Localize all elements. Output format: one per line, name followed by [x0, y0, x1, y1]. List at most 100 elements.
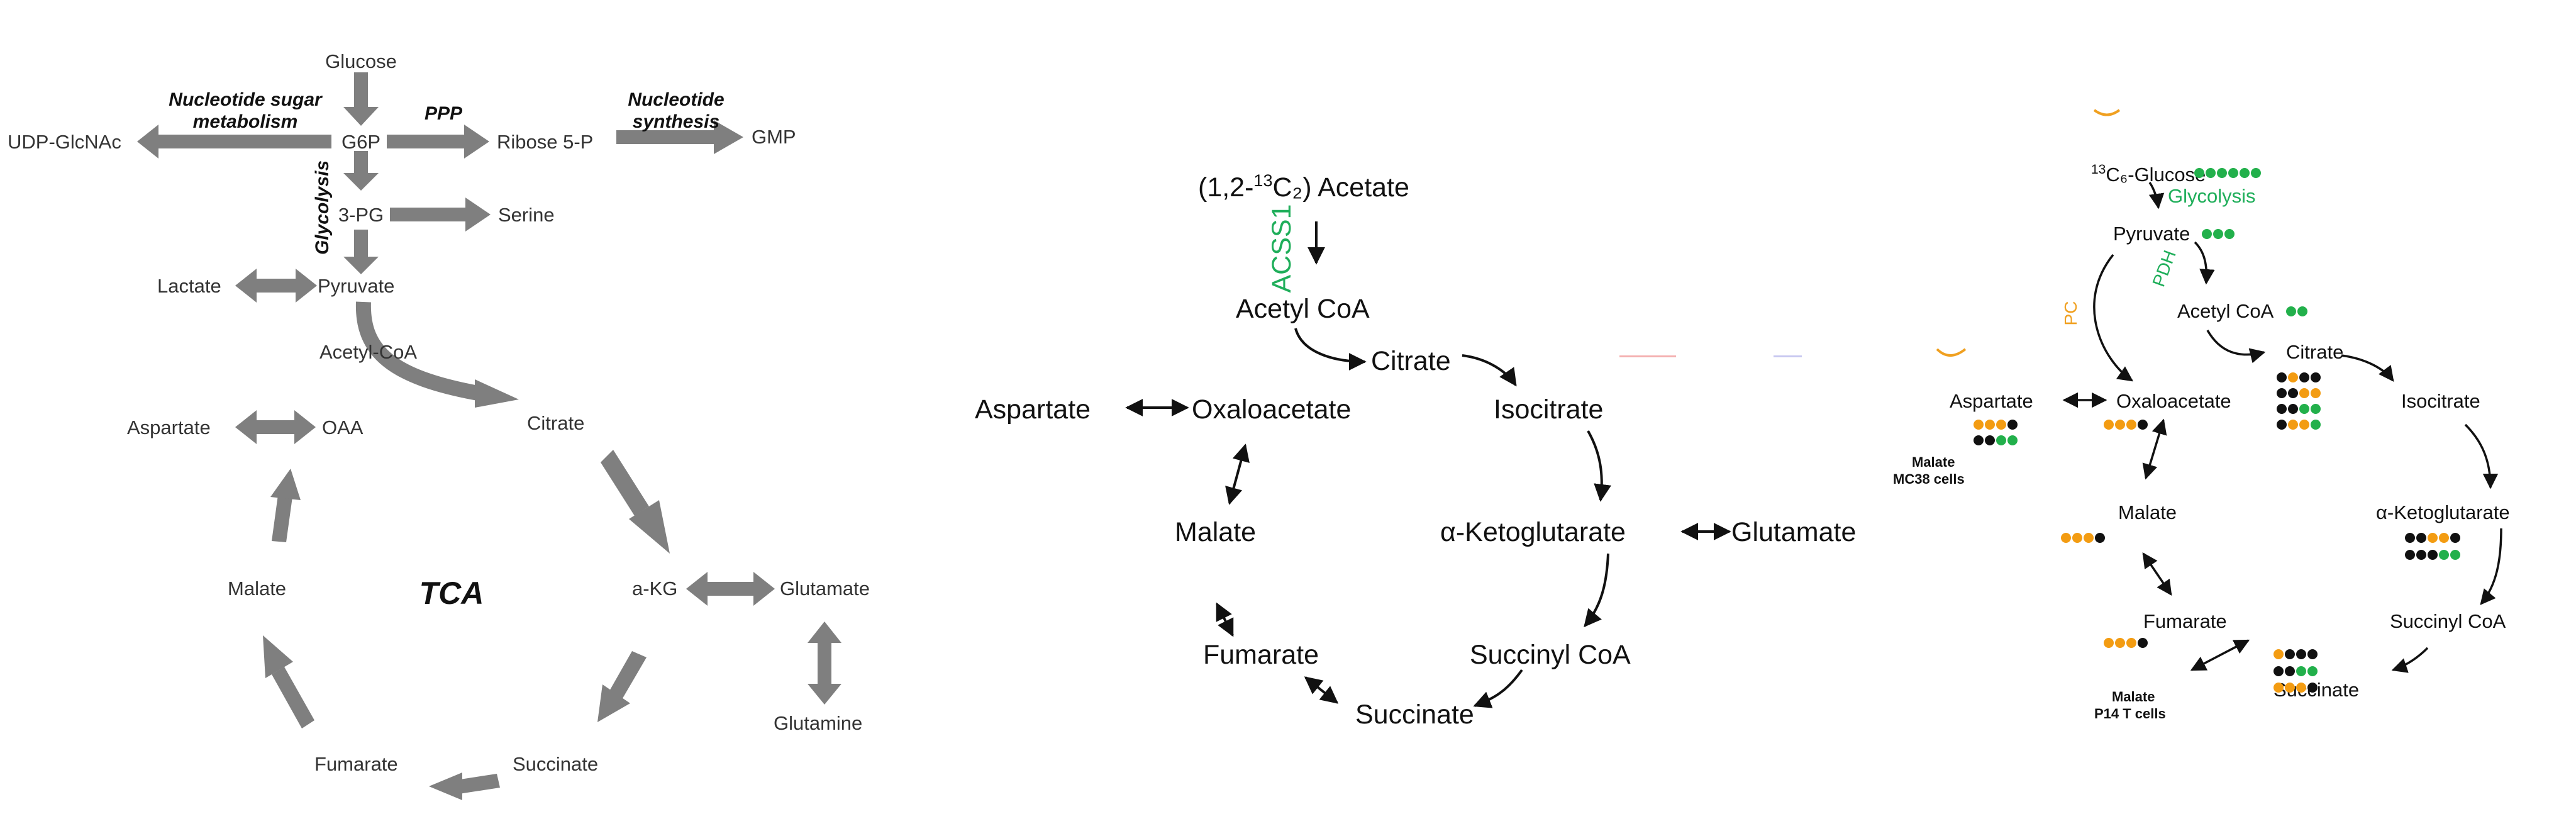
p2-malate: Malate	[1175, 517, 1256, 547]
panel2-arrows	[1125, 221, 1731, 708]
isotopologue-dot-glucose	[2251, 168, 2261, 178]
isotopologue-dot-citrate	[2299, 372, 2309, 382]
isotopologue-dot-malate	[2061, 533, 2071, 543]
p1-glutamate: Glutamate	[780, 577, 870, 600]
isotopologue-dot-alpha-ketoglutarate	[2416, 550, 2426, 560]
p1-acetyl-coa: Acetyl-CoA	[319, 341, 417, 363]
isotopologue-dot-citrate	[2288, 404, 2298, 414]
isotopologue-dot-malate	[2084, 533, 2094, 543]
pyruvate-to-citrate-arrow	[355, 301, 480, 401]
isotopologue-dot-pyruvate	[2213, 229, 2223, 239]
p2-acetyl-coa: Acetyl CoA	[1236, 294, 1370, 324]
isotopologue-dot-aspartate	[1985, 435, 1995, 445]
p1-glutamine: Glutamine	[774, 712, 862, 734]
isotopologue-dot-aspartate	[1996, 435, 2006, 445]
isotopologue-dot-aspartate	[2007, 420, 2018, 430]
isotopologue-dot-citrate	[2288, 420, 2298, 430]
p1-ppp: PPP	[425, 103, 463, 124]
p1-glycolysis: Glycolysis	[312, 160, 333, 255]
p1-nucleotide-synthesis-2: synthesis	[633, 111, 719, 132]
isotopologue-dot-alpha-ketoglutarate	[2450, 550, 2460, 560]
p2-aspartate: Aspartate	[975, 394, 1091, 425]
p2-succinate: Succinate	[1355, 700, 1474, 730]
isotopologue-dot-alpha-ketoglutarate	[2405, 550, 2415, 560]
isotopologue-dot-glucose	[2206, 168, 2216, 178]
p1-pyruvate: Pyruvate	[318, 275, 394, 297]
p1-nucleotide-sugar-1: Nucleotide sugar	[169, 89, 323, 110]
p1-succinate: Succinate	[513, 753, 598, 775]
p2-isocitrate: Isocitrate	[1494, 394, 1603, 425]
isotopologue-dot-citrate	[2299, 420, 2309, 430]
isotopologue-dot-aspartate	[1974, 420, 1984, 430]
isotopologue-dot-oxaloacetate	[2126, 420, 2136, 430]
isotopologue-dot-succinate	[2285, 649, 2295, 659]
isotopologue-dot-malate	[2072, 533, 2082, 543]
panel1-grey-arrows	[137, 72, 841, 800]
isotopologue-dot-citrate	[2288, 372, 2298, 382]
isotopologue-dot-aspartate	[1974, 435, 1984, 445]
p1-citrate: Citrate	[527, 412, 584, 434]
p2-acetate-prefix: (1,2-13C₂) Acetate	[1198, 171, 1409, 203]
isotopologue-dot-succinate	[2273, 683, 2284, 693]
isotopologue-dot-succinate	[2296, 683, 2306, 693]
isotopologue-dot-aspartate	[1985, 420, 1995, 430]
isotopologue-dot-alpha-ketoglutarate	[2439, 533, 2449, 543]
isotopologue-dot-succinate	[2285, 666, 2295, 676]
isotopologue-dots	[1974, 168, 2460, 693]
isotopologue-dot-fumarate	[2126, 638, 2136, 648]
isotopologue-dot-glucose	[2228, 168, 2238, 178]
p1-malate: Malate	[228, 577, 286, 600]
p3-acetyl-coa: Acetyl CoA	[2177, 300, 2274, 322]
isotopologue-dot-alpha-ketoglutarate	[2405, 533, 2415, 543]
panel-glucose-metabolism: Glucose G6P UDP-GlcNAc Ribose 5-P GMP 3-…	[8, 50, 870, 800]
p3-glycolysis: Glycolysis	[2168, 185, 2256, 207]
p2-faint-artifacts	[1619, 355, 1802, 357]
p3-aspartate: Aspartate	[1950, 390, 2033, 412]
isotopologue-dot-citrate	[2277, 404, 2287, 414]
panel3-cell-notes: Malate MC38 cells Malate P14 T cells	[1893, 454, 2166, 722]
isotopologue-dot-succinate	[2273, 666, 2284, 676]
isotopologue-dot-glucose	[2240, 168, 2250, 178]
p3-oxaloacetate: Oxaloacetate	[2116, 390, 2231, 412]
isotopologue-dot-citrate	[2288, 388, 2298, 398]
p3-orange-mark-top	[2093, 109, 2121, 116]
p1-ribose-5p: Ribose 5-P	[497, 131, 593, 153]
isotopologue-dot-glucose	[2194, 168, 2204, 178]
isotopologue-dot-succinate	[2296, 666, 2306, 676]
isotopologue-dot-succinate	[2273, 649, 2284, 659]
p2-citrate: Citrate	[1371, 346, 1451, 376]
panel3-arrows	[2062, 181, 2502, 673]
isotopologue-dot-fumarate	[2115, 638, 2125, 648]
isotopologue-dot-citrate	[2277, 372, 2287, 382]
p1-glucose: Glucose	[325, 50, 397, 72]
isotopologue-dot-oxaloacetate	[2115, 420, 2125, 430]
p1-g6p: G6P	[341, 131, 380, 153]
p1-aspartate: Aspartate	[127, 416, 211, 438]
isotopologue-dot-citrate	[2311, 372, 2321, 382]
isotopologue-dot-malate	[2095, 533, 2105, 543]
isotopologue-dot-alpha-ketoglutarate	[2450, 533, 2460, 543]
p3-alpha-ketoglutarate: α-Ketoglutarate	[2376, 501, 2510, 523]
panel3-labels: 13C₆-Glucose Pyruvate Acetyl CoA Citrate…	[1950, 162, 2510, 701]
isotopologue-dot-citrate	[2299, 404, 2309, 414]
isotopologue-dot-alpha-ketoglutarate	[2428, 550, 2438, 560]
isotopologue-dot-glucose	[2217, 168, 2227, 178]
panel-glucose-isotopologues: 13C₆-Glucose Pyruvate Acetyl CoA Citrate…	[1893, 109, 2510, 722]
p1-udp-glcnac: UDP-GlcNAc	[8, 131, 121, 153]
isotopologue-dot-succinate	[2285, 683, 2295, 693]
p2-oxaloacetate: Oxaloacetate	[1192, 394, 1351, 425]
isotopologue-dot-citrate	[2299, 388, 2309, 398]
isotopologue-dot-succinate	[2307, 683, 2318, 693]
p2-fumarate: Fumarate	[1203, 640, 1319, 670]
panel-acetate-tracing: (1,2-13C₂) Acetate Acetyl CoA Citrate As…	[975, 171, 1856, 730]
p3-mc38-cells: MC38 cells	[1893, 471, 1965, 487]
pyruvate-to-citrate-arrowhead	[475, 379, 519, 408]
isotopologue-dot-acetyl-coa	[2297, 306, 2307, 316]
isotopologue-dot-succinate	[2296, 649, 2306, 659]
p1-nucleotide-synthesis-1: Nucleotide	[628, 89, 724, 110]
p2-succinyl-coa: Succinyl CoA	[1470, 640, 1631, 670]
p1-akg: a-KG	[632, 577, 677, 600]
isotopologue-dot-aspartate	[1996, 420, 2006, 430]
